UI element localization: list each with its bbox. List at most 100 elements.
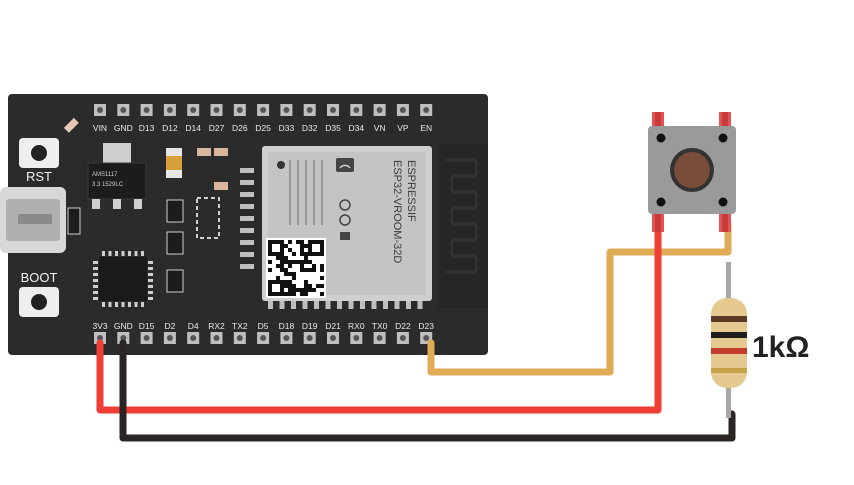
qr-cell bbox=[300, 260, 304, 264]
qr-cell bbox=[280, 248, 284, 252]
bottom-pin-hole bbox=[97, 335, 103, 341]
top-pin-label: EN bbox=[420, 123, 432, 133]
qr-cell bbox=[308, 268, 312, 272]
chip-pin bbox=[115, 302, 118, 307]
module-pad bbox=[291, 301, 296, 309]
qr-cell bbox=[280, 292, 284, 296]
push-button-corner bbox=[656, 133, 666, 143]
chip-pin bbox=[148, 291, 153, 294]
module-pad bbox=[383, 301, 388, 309]
qr-cell bbox=[308, 244, 312, 248]
chip-pin bbox=[128, 302, 131, 307]
resistor-band-gold bbox=[711, 368, 747, 373]
chip-pin bbox=[108, 251, 112, 256]
qr-cell bbox=[292, 252, 296, 256]
qr-cell bbox=[288, 240, 292, 244]
qr-cell bbox=[268, 244, 272, 248]
qr-cell bbox=[288, 248, 292, 252]
chip-pin bbox=[148, 261, 153, 264]
top-pin-hole bbox=[166, 107, 173, 113]
module-fine-print bbox=[289, 160, 323, 225]
qr-cell bbox=[284, 268, 288, 272]
qr-cell bbox=[292, 284, 296, 288]
module-pad bbox=[406, 301, 411, 309]
qr-cell bbox=[272, 280, 276, 284]
top-pin-label: VP bbox=[397, 123, 409, 133]
module-pad bbox=[302, 301, 308, 309]
qr-cell bbox=[276, 252, 280, 256]
qr-cell bbox=[268, 284, 272, 288]
chip-pin bbox=[102, 251, 105, 256]
qr-cell bbox=[288, 284, 292, 288]
bottom-pin-label: D18 bbox=[279, 321, 295, 331]
qr-cell bbox=[316, 252, 320, 256]
qr-cell bbox=[296, 288, 300, 292]
top-pin-hole bbox=[423, 107, 430, 113]
qr-cell bbox=[320, 268, 324, 272]
bottom-pin-label: D4 bbox=[188, 321, 199, 331]
module-pad bbox=[240, 240, 254, 245]
bottom-pin-label: D21 bbox=[325, 321, 341, 331]
push-button[interactable] bbox=[648, 112, 736, 232]
qr-cell bbox=[276, 276, 280, 280]
top-pin-hole bbox=[190, 107, 197, 113]
module-pad bbox=[268, 301, 273, 309]
qr-cell bbox=[308, 252, 312, 256]
qr-cell bbox=[296, 260, 300, 264]
qr-cell bbox=[304, 292, 308, 296]
qr-cell bbox=[268, 292, 272, 296]
transistor bbox=[166, 231, 184, 255]
resistor: 1kΩ bbox=[711, 262, 809, 418]
resistor-label: 1kΩ bbox=[752, 331, 809, 364]
qr-cell bbox=[288, 264, 292, 268]
qr-cell bbox=[292, 288, 296, 292]
module-text: ESPRESSIF ESP32-VROOM-32D bbox=[391, 160, 417, 263]
qr-cell bbox=[280, 264, 284, 268]
bottom-pin-hole bbox=[166, 335, 173, 341]
top-pin-label: D26 bbox=[232, 123, 248, 133]
qr-cell bbox=[284, 284, 288, 288]
qr-cell bbox=[268, 260, 272, 264]
qr-cell bbox=[272, 292, 276, 296]
chip-pin bbox=[134, 251, 138, 256]
qr-cell bbox=[280, 240, 284, 244]
qr-cell bbox=[280, 268, 284, 272]
qr-cell bbox=[320, 292, 324, 296]
chip-pin bbox=[148, 273, 153, 276]
qr-cell bbox=[268, 288, 272, 292]
module-pad bbox=[240, 252, 254, 257]
qr-cell bbox=[304, 288, 308, 292]
module-brand: ESPRESSIF bbox=[405, 160, 417, 222]
transistor bbox=[166, 269, 184, 293]
chip-pin bbox=[134, 302, 138, 307]
top-pin-hole bbox=[143, 107, 150, 113]
chip-pin bbox=[148, 279, 153, 282]
top-pin-hole bbox=[376, 107, 383, 113]
regulator-leg bbox=[92, 199, 100, 209]
bottom-pin-label: RX0 bbox=[348, 321, 365, 331]
qr-cell bbox=[280, 244, 284, 248]
rst-button-cap bbox=[31, 145, 47, 161]
push-button-cap[interactable] bbox=[674, 152, 710, 188]
resistor-body bbox=[711, 298, 747, 388]
chip-pin bbox=[141, 302, 144, 307]
power-wire-3v3 bbox=[96, 211, 662, 414]
bottom-pin-label: GND bbox=[114, 321, 133, 331]
usb-uart-chip-pins bbox=[93, 251, 153, 307]
chip-pin bbox=[121, 302, 125, 307]
antenna-area bbox=[438, 144, 488, 308]
qr-cell bbox=[280, 256, 284, 260]
qr-cell bbox=[280, 280, 284, 284]
top-pin-hole bbox=[236, 107, 243, 113]
top-pin-hole bbox=[213, 107, 220, 113]
module-pad bbox=[360, 301, 365, 309]
bottom-pin-hole bbox=[283, 335, 290, 341]
bottom-pin-label: D15 bbox=[139, 321, 155, 331]
boot-button-cap bbox=[31, 294, 47, 310]
module-pad bbox=[240, 228, 254, 233]
qr-cell bbox=[320, 284, 324, 288]
qr-cell bbox=[292, 272, 296, 276]
top-pin-hole bbox=[399, 107, 406, 113]
